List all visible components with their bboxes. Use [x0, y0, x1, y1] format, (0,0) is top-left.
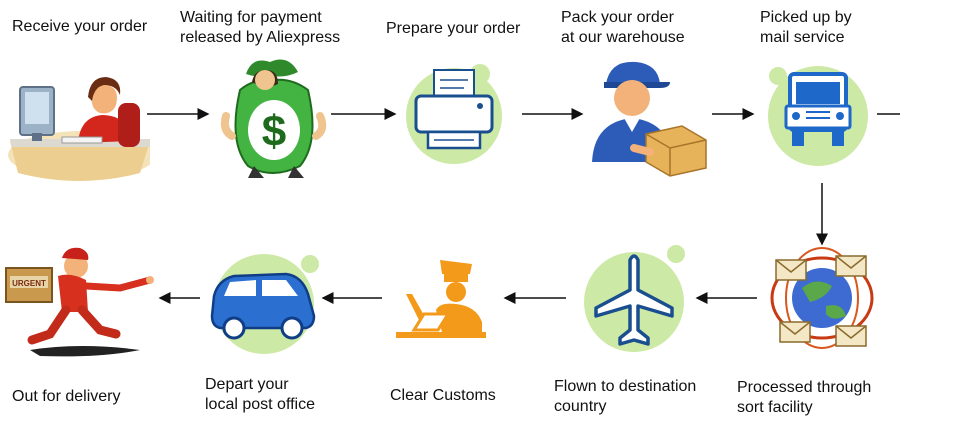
running-courier-icon: URGENT [5, 247, 154, 357]
step-label-delivery: Out for delivery [12, 388, 121, 405]
money-bag-dollar: $ [262, 107, 286, 156]
warehouse-worker-icon [592, 61, 707, 177]
step-label-customs: Clear Customs [390, 387, 496, 404]
globe-mail-icon [770, 247, 874, 349]
car-icon [210, 254, 319, 354]
step-label-payment: Waiting for payment released by Aliexpre… [180, 9, 341, 46]
box-stamp-text: URGENT [12, 279, 46, 288]
step-label-pack: Pack your order at our warehouse [561, 9, 685, 46]
step-label-prepare: Prepare your order [386, 20, 521, 37]
step-label-depart: Depart your local post office [205, 376, 315, 413]
printer-icon [406, 64, 502, 164]
step-label-receive: Receive your order [12, 18, 148, 35]
customs-officer-icon [396, 260, 486, 338]
person-at-computer-icon [8, 77, 150, 181]
money-bag-icon: $ [220, 59, 327, 178]
delivery-truck-icon [768, 66, 868, 166]
step-label-pickup: Picked up by mail service [760, 9, 852, 46]
step-label-sort: Processed through sort facility [737, 379, 872, 416]
airplane-icon [584, 245, 685, 352]
step-label-flown: Flown to destination country [554, 378, 697, 415]
